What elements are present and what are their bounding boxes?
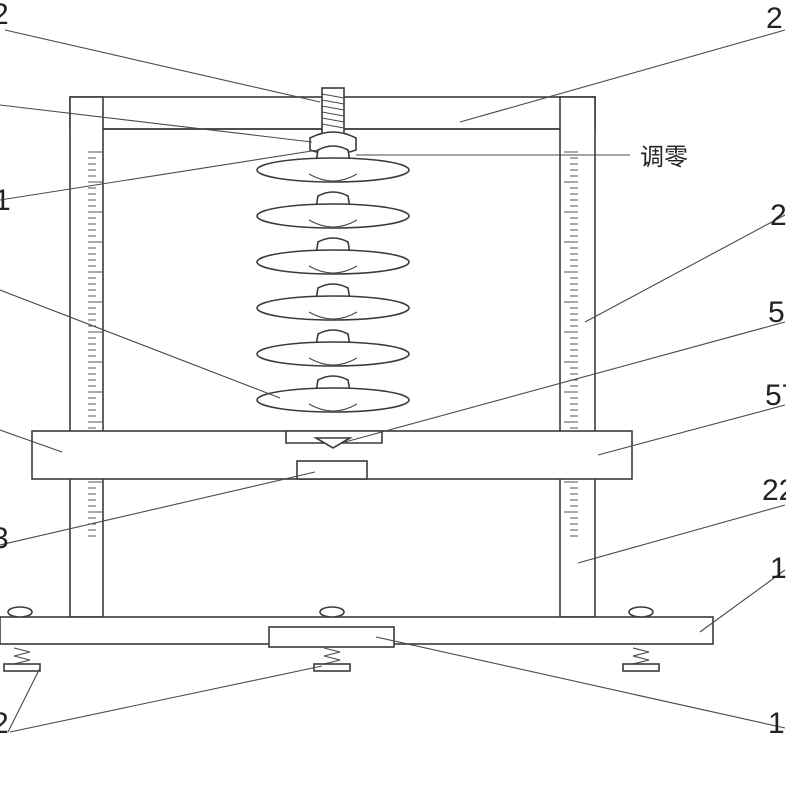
label-bottom-right: 1 [768, 707, 785, 740]
leader-lines [0, 29, 786, 733]
insulator-shed [256, 341, 410, 367]
insulator-shed [256, 157, 410, 183]
insulator-skirt [308, 265, 358, 274]
insulator-skirt [308, 311, 358, 320]
spring-coil [323, 647, 341, 665]
label-zero-adjust: 调零 [640, 143, 688, 171]
part-labels: 2 2 调零 1 2 5 57 3 22 1 2 1 [0, 0, 786, 740]
label-right-lower: 22 [762, 474, 786, 507]
insulator-shed [256, 249, 410, 275]
label-right-five-seven: 57 [765, 379, 786, 412]
label-bottom-left: 2 [0, 707, 9, 740]
base-plate [0, 606, 714, 648]
label-right-mid: 2 [770, 199, 786, 232]
label-top-right: 2 [766, 2, 783, 35]
insulator-skirt [308, 173, 358, 182]
label-right-base: 1 [770, 552, 786, 585]
spring-coil [13, 647, 31, 665]
foot-pad [313, 663, 351, 672]
label-left-upper: 1 [0, 184, 11, 217]
insulator-string [256, 145, 410, 413]
label-right-five: 5 [768, 296, 785, 329]
foot-pad [3, 663, 41, 672]
sensor-block [296, 460, 368, 480]
insulator-shed [256, 295, 410, 321]
insulator-shed [256, 203, 410, 229]
insulator-shed [256, 387, 410, 413]
insulator-skirt [308, 219, 358, 228]
insulator-skirt [308, 357, 358, 366]
insulator-skirt [308, 403, 358, 412]
label-left-lower: 3 [0, 522, 9, 555]
spring-feet [3, 647, 660, 672]
label-top-left: 2 [0, 0, 9, 31]
spring-coil [632, 647, 650, 665]
foot-pad [622, 663, 660, 672]
